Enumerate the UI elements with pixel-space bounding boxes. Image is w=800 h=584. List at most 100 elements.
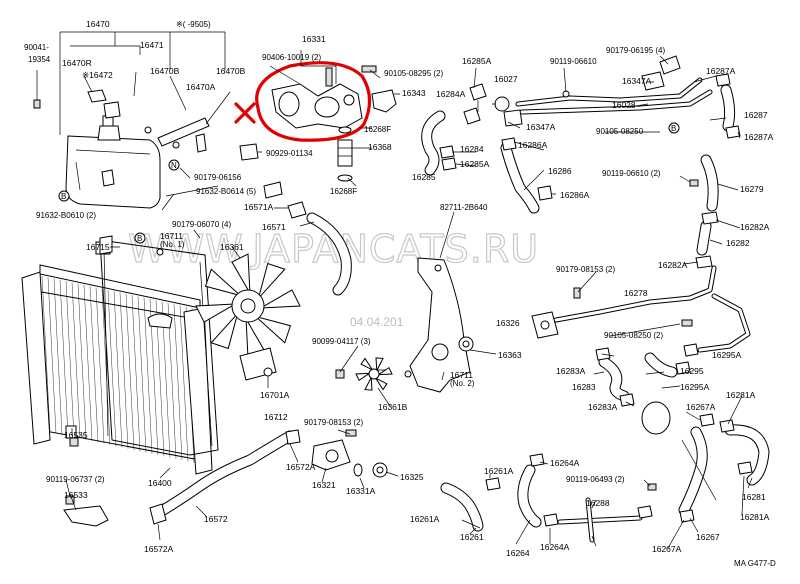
label-16284: 16284 bbox=[460, 144, 484, 154]
label-16295A-b: 16295A bbox=[680, 382, 710, 392]
radiator-cap bbox=[147, 313, 173, 329]
label-16028: 16028 bbox=[612, 100, 636, 110]
label-16325: 16325 bbox=[400, 472, 424, 482]
radiator-fin bbox=[47, 277, 57, 434]
label-16331: 16331 bbox=[302, 34, 326, 44]
hoses-16267-16281 bbox=[678, 413, 770, 523]
label-16331A: 16331A bbox=[346, 486, 376, 496]
label-16279: 16279 bbox=[740, 184, 764, 194]
red-markup bbox=[234, 61, 372, 142]
label-16711-1: 16711 bbox=[160, 231, 183, 241]
radiator-left-tank bbox=[21, 271, 51, 445]
radiator-fin bbox=[83, 284, 93, 441]
label-16533: 16533 bbox=[64, 490, 88, 500]
red-circle-mark bbox=[255, 61, 372, 142]
radiator-fin bbox=[95, 287, 105, 444]
bypass-hoses bbox=[421, 83, 553, 214]
radiator-fin bbox=[101, 288, 111, 445]
label-90179-06070: 90179-06070 (4) bbox=[172, 220, 231, 229]
marker-n: N bbox=[171, 161, 177, 170]
small-fan-vane bbox=[360, 357, 374, 372]
fan-blade-vane bbox=[195, 303, 236, 323]
label-16571: 16571 bbox=[262, 222, 286, 232]
label-16283: 16283 bbox=[572, 382, 596, 392]
heater-hoses-right bbox=[689, 154, 719, 269]
label-82711: 82711-2B640 bbox=[440, 203, 488, 212]
label-16287A-b: 16287A bbox=[744, 132, 774, 142]
label-16347A-b: 16347A bbox=[622, 76, 652, 86]
label-16572: 16572 bbox=[204, 514, 228, 524]
label-16282A-a: 16282A bbox=[740, 222, 770, 232]
label-90179-06195: 90179-06195 (4) bbox=[606, 46, 665, 55]
label-90179-08153-a: 90179-08153 (2) bbox=[556, 265, 615, 274]
label-16321: 16321 bbox=[312, 480, 336, 490]
label-16572A-t: 16572A bbox=[286, 462, 316, 472]
label-90179-08153-b: 90179-08153 (2) bbox=[304, 418, 363, 427]
hoses-16283-16295 bbox=[595, 343, 699, 435]
lower-radiator-hose bbox=[149, 429, 388, 525]
engine-bracket bbox=[404, 257, 474, 393]
label-16261: 16261 bbox=[460, 532, 484, 542]
water-bypass-pipe-16028 bbox=[503, 55, 741, 139]
fan-blade-vane bbox=[260, 289, 301, 309]
label-90179-06156: 90179-06156 bbox=[194, 173, 242, 182]
small-fan-vane bbox=[364, 375, 373, 391]
reservoir-tank bbox=[65, 135, 161, 209]
label-note: ※( -9505) bbox=[176, 20, 211, 29]
label-16471: 16471 bbox=[140, 40, 164, 50]
marker-b1: B bbox=[61, 192, 66, 201]
radiator-fin bbox=[41, 275, 51, 433]
label-16267A-b: 16267A bbox=[652, 544, 682, 554]
small-fan-vane bbox=[355, 372, 372, 382]
watermark-date: 04.04.201 bbox=[350, 315, 404, 329]
label-16295: 16295 bbox=[680, 366, 704, 376]
label-16361B: 16361B bbox=[378, 402, 408, 412]
red-x-mark bbox=[234, 102, 256, 124]
label-16470: 16470 bbox=[86, 19, 110, 29]
small-fan-vane bbox=[375, 357, 384, 373]
label-16027: 16027 bbox=[494, 74, 518, 84]
label-16267A-a: 16267A bbox=[686, 402, 716, 412]
label-91632-B0614: 91632-B0614 (5) bbox=[196, 187, 256, 196]
fan-blade-vane bbox=[231, 253, 251, 294]
label-16571A: 16571A bbox=[244, 202, 274, 212]
fan-blade-vane bbox=[255, 315, 292, 344]
label-16712: 16712 bbox=[264, 412, 288, 422]
marker-b3: B bbox=[671, 124, 676, 133]
label-16286: 16286 bbox=[548, 166, 572, 176]
label-16572A-b: 16572A bbox=[144, 544, 174, 554]
label-16361: 16361 bbox=[220, 242, 244, 252]
label-16363: 16363 bbox=[498, 350, 522, 360]
radiator-fin bbox=[59, 279, 69, 436]
label-16283A-b: 16283A bbox=[588, 402, 618, 412]
radiator-fin bbox=[107, 290, 117, 447]
radiator-fin bbox=[119, 292, 129, 449]
label-16283A-a: 16283A bbox=[556, 366, 586, 376]
label-90041: 90041- bbox=[24, 43, 49, 52]
label-16535: 16535 bbox=[64, 430, 88, 440]
label-16368: 16368 bbox=[368, 142, 392, 152]
leader-lines bbox=[65, 50, 753, 549]
radiator-fin bbox=[77, 283, 87, 440]
label-16278: 16278 bbox=[624, 288, 648, 298]
thermostat bbox=[337, 139, 353, 167]
radiator-fin bbox=[113, 291, 123, 448]
lower-pipes bbox=[440, 453, 657, 543]
label-90119-06610-a: 90119-06610 bbox=[550, 57, 597, 66]
label-16281A-b: 16281A bbox=[740, 512, 770, 522]
radiator-fin bbox=[53, 278, 63, 435]
label-16711-2: 16711 bbox=[450, 370, 473, 380]
upper-radiator-hose bbox=[287, 201, 352, 296]
label-16268F-a: 16268F bbox=[364, 125, 391, 134]
label-90105-08250-a: 90105-08250 bbox=[596, 127, 644, 136]
label-16701A: 16701A bbox=[260, 390, 290, 400]
gasket-16343 bbox=[371, 89, 397, 113]
label-16281A-a: 16281A bbox=[726, 390, 756, 400]
radiator-fin bbox=[173, 304, 183, 461]
water-pipe-16278 bbox=[531, 265, 751, 353]
reservoir-cap bbox=[97, 125, 121, 141]
radiator-fin bbox=[137, 296, 147, 453]
label-16261A-a: 16261A bbox=[484, 466, 514, 476]
label-16268F-b: 16268F bbox=[330, 187, 357, 196]
